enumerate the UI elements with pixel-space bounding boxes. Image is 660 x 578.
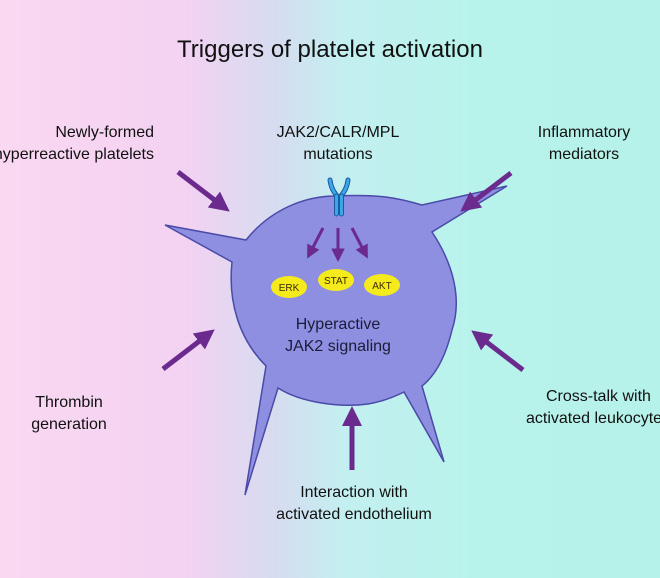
pathway-erk: ERK	[271, 276, 307, 298]
arrow-top-right	[460, 171, 513, 212]
svg-text:STAT: STAT	[324, 276, 348, 287]
trigger-mid-right: Cross-talk with activated leukocytes	[526, 388, 660, 427]
receptor-icon	[327, 177, 351, 217]
diagram-title: Triggers of platelet activation	[177, 36, 483, 63]
trigger-top-left: Newly-formed hyperreactive platelets	[0, 124, 154, 163]
svg-text:AKT: AKT	[372, 281, 391, 292]
pathway-akt: AKT	[364, 274, 400, 296]
svg-text:ERK: ERK	[279, 283, 300, 294]
pathway-stat: STAT	[318, 269, 354, 291]
arrow-top-left	[176, 170, 230, 212]
trigger-mid-left: Thrombin generation	[31, 394, 107, 433]
trigger-top-center: JAK2/CALR/MPL mutations	[276, 124, 400, 163]
arrow-mid-left	[161, 329, 215, 371]
hyperactive-jak2-label: Hyperactive JAK2 signaling	[285, 316, 391, 355]
activated-platelet	[164, 185, 508, 496]
trigger-top-right: Inflammatory mediators	[537, 124, 631, 163]
arrow-mid-right	[471, 330, 525, 372]
signal-arrow-erk	[307, 227, 325, 259]
trigger-bottom: Interaction with activated endothelium	[276, 484, 432, 523]
signal-arrow-akt	[350, 227, 368, 259]
